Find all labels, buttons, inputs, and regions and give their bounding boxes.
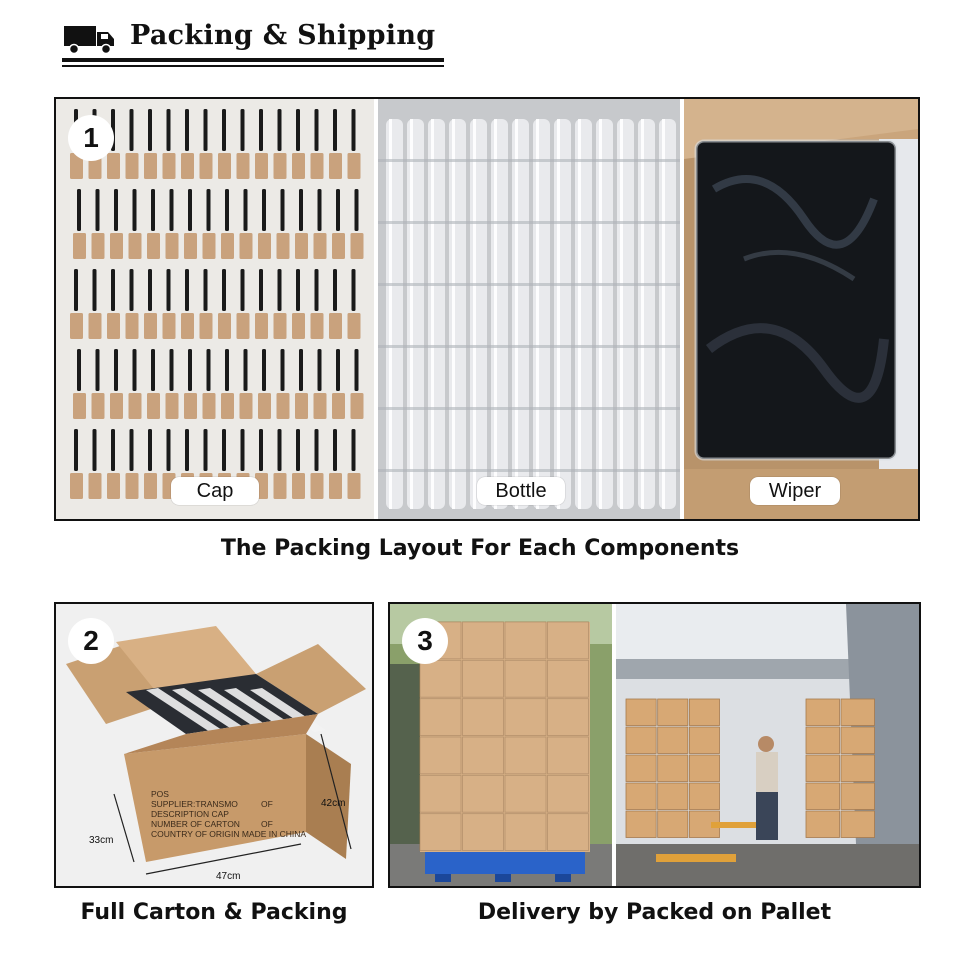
step-badge: 2 <box>68 618 114 664</box>
label-bottle: Bottle <box>477 477 565 505</box>
cap-photo <box>56 99 374 519</box>
section1-caption: The Packing Layout For Each Components <box>220 536 740 561</box>
section2-caption: Full Carton & Packing <box>80 900 348 925</box>
title-underline <box>62 58 444 62</box>
title-underline-thin <box>62 65 444 67</box>
photo-divider <box>680 99 684 519</box>
label-cap: Cap <box>171 477 259 505</box>
carton-print-number: NUMBER OF CARTON <box>151 819 240 829</box>
wiper-photo <box>684 99 918 519</box>
dim-width-label: 47cm <box>216 871 240 882</box>
components-photo-strip: 1 Cap Bottle Wiper <box>54 97 920 521</box>
dim-depth-label: 33cm <box>89 835 113 846</box>
warehouse-pallet-photo <box>616 604 919 886</box>
wrapped-pallet-photo <box>390 604 612 886</box>
pallet-photo-strip: 3 <box>388 602 921 888</box>
section3-caption: Delivery by Packed on Pallet <box>477 900 832 925</box>
bottle-photo <box>378 99 680 519</box>
step-badge: 1 <box>68 115 114 161</box>
carton-print-of: OF <box>261 819 273 829</box>
carton-print-origin: COUNTRY OF ORIGIN MADE IN CHINA <box>151 829 306 839</box>
carton-print-description: DESCRIPTION CAP <box>151 809 229 819</box>
carton-print-of: OF <box>261 799 273 809</box>
photo-divider <box>612 604 616 886</box>
photo-divider <box>374 99 378 519</box>
carton-photo: POS SUPPLIER:TRANSMO DESCRIPTION CAP NUM… <box>54 602 374 888</box>
truck-icon <box>64 26 114 54</box>
carton-print-pos: POS <box>151 789 169 799</box>
section-header: Packing & Shipping <box>62 18 444 70</box>
step-badge: 3 <box>402 618 448 664</box>
dim-height-label: 42cm <box>321 798 345 809</box>
page-title: Packing & Shipping <box>130 20 436 51</box>
carton-print-supplier: SUPPLIER:TRANSMO <box>151 799 238 809</box>
label-wiper: Wiper <box>750 477 840 505</box>
